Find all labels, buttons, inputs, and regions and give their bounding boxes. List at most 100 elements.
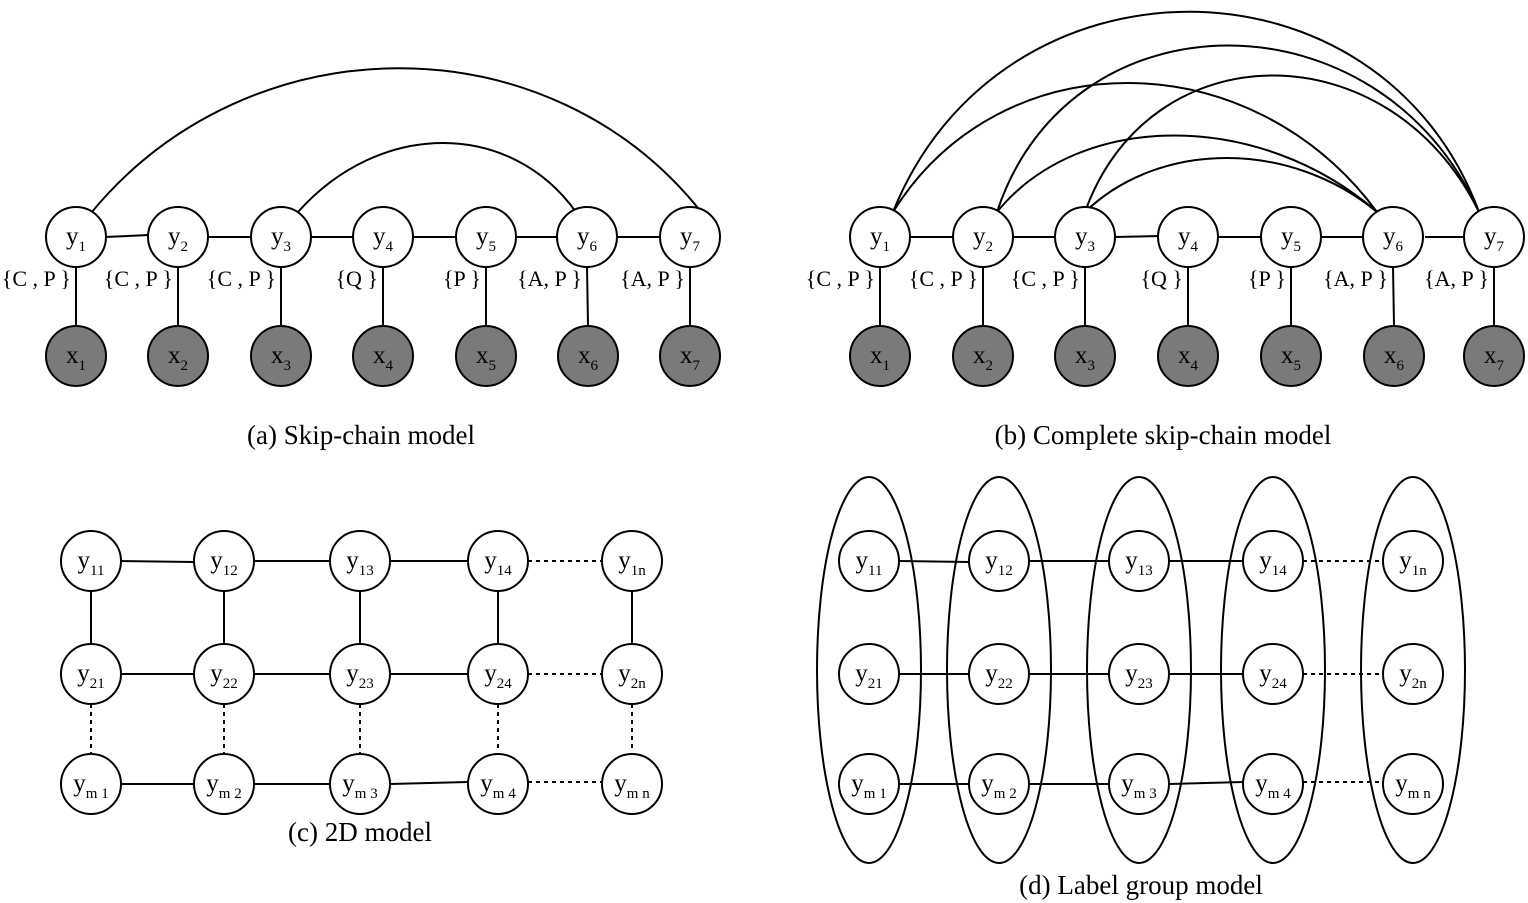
label-node-y5-label: y5 — [476, 223, 496, 255]
label-node-y7-label: y7 — [1484, 223, 1505, 255]
grid-node-ym4-label: ym 4 — [480, 770, 516, 802]
caption-c: (c) 2D model — [288, 817, 432, 847]
observed-node-x6-label: x6 — [1384, 342, 1405, 374]
label-node-y1: y1 — [45, 206, 107, 268]
label-node-y1-circle — [45, 206, 107, 268]
observed-node-x7: x7 — [1463, 325, 1525, 387]
label-node-y2-circle — [147, 206, 209, 268]
label-node-y4: y4 — [1157, 206, 1219, 268]
observed-node-x2-label: x2 — [168, 342, 188, 374]
observed-node-x4: x4 — [352, 325, 414, 387]
grid-node-ymn-label: ym n — [1395, 770, 1431, 802]
grid-node-y24: y24 — [467, 643, 529, 705]
grid-node-y12-label: y12 — [210, 547, 238, 579]
grid-node-y12-label: y12 — [985, 547, 1013, 579]
caption-b: (b) Complete skip-chain model — [995, 420, 1332, 450]
grid-node-y22-label: y22 — [985, 660, 1013, 692]
grid-node-y24-label: y24 — [1259, 660, 1287, 692]
observed-node-x7-circle — [659, 325, 721, 387]
grid-node-y21-circle — [838, 643, 900, 705]
grid-node-y24: y24 — [1242, 643, 1304, 705]
label-node-y4-label: y4 — [1178, 223, 1199, 255]
grid-node-y14-label: y14 — [484, 547, 512, 579]
observed-node-x4-label: x4 — [373, 342, 394, 374]
label-node-y4: y4 — [352, 206, 414, 268]
label-node-y6-circle — [1362, 206, 1424, 268]
observed-node-x1: x1 — [45, 325, 107, 387]
grid-node-ym4: ym 4 — [1242, 753, 1304, 815]
label-group-n — [1360, 476, 1466, 864]
observed-node-x6: x6 — [557, 325, 619, 387]
grid-node-ym1-label: ym 1 — [851, 770, 886, 802]
observed-node-x3-circle — [250, 325, 312, 387]
observed-node-x7-label: x7 — [680, 342, 701, 374]
observed-node-x2-circle — [147, 325, 209, 387]
grid-node-y12: y12 — [193, 530, 255, 592]
grid-node-ym4-circle — [467, 753, 529, 815]
grid-node-y1n-label: y1n — [618, 547, 646, 579]
observed-node-x3-label: x3 — [271, 342, 291, 374]
grid-node-y22: y22 — [968, 643, 1030, 705]
grid-node-y24-circle — [1242, 643, 1304, 705]
grid-node-y13-circle — [1108, 530, 1170, 592]
label-set-y1: {C , P } — [806, 266, 875, 291]
label-node-y6: y6 — [556, 206, 618, 268]
label-set-y6: {A, P } — [517, 266, 582, 291]
grid-node-ym1-circle — [60, 753, 122, 815]
label-node-y4-circle — [1157, 206, 1219, 268]
observed-node-x7-circle — [1463, 325, 1525, 387]
label-set-y2: {C , P } — [909, 266, 978, 291]
skip-edge-y3-y6 — [297, 142, 577, 213]
observed-node-x3: x3 — [1054, 325, 1116, 387]
label-node-y4-circle — [352, 206, 414, 268]
grid-node-y24-circle — [467, 643, 529, 705]
grid-node-ymn-label: ym n — [614, 770, 650, 802]
grid-node-y22-circle — [193, 643, 255, 705]
grid-node-y23-circle — [1108, 643, 1170, 705]
label-group-3 — [1086, 476, 1192, 864]
grid-node-y21: y21 — [60, 643, 122, 705]
label-set-y4: {Q } — [1140, 266, 1183, 291]
grid-node-ym3-circle — [329, 753, 391, 815]
label-node-y7-circle — [659, 206, 721, 268]
grid-node-ymn: ym n — [1382, 753, 1444, 815]
panel-d-groups — [816, 476, 1466, 864]
grid-node-ym2-label: ym 2 — [206, 770, 241, 802]
grid-node-y11-label: y11 — [856, 547, 883, 579]
label-node-y4-label: y4 — [373, 223, 394, 255]
observed-node-x4: x4 — [1157, 325, 1219, 387]
label-set-y5: {P } — [1248, 266, 1286, 291]
grid-node-y14-circle — [467, 530, 529, 592]
grid-node-ymn-circle — [601, 753, 663, 815]
grid-node-ymn: ym n — [601, 753, 663, 815]
grid-node-y13-label: y13 — [1125, 547, 1153, 579]
observed-node-x2: x2 — [952, 325, 1014, 387]
grid-node-y21-label: y21 — [77, 660, 105, 692]
observed-node-x6-label: x6 — [578, 342, 599, 374]
observed-node-x6-circle — [1363, 325, 1425, 387]
grid-node-y22-circle — [968, 643, 1030, 705]
skip-edge-y1-y6 — [892, 82, 1378, 213]
grid-node-y1n-circle — [601, 530, 663, 592]
grid-node-ym4: ym 4 — [467, 753, 529, 815]
label-node-y1-circle — [849, 206, 911, 268]
label-node-y3-label: y3 — [1075, 223, 1095, 255]
observed-node-x7: x7 — [659, 325, 721, 387]
grid-node-ym3-label: ym 3 — [342, 770, 377, 802]
label-node-y6: y6 — [1362, 206, 1424, 268]
label-node-y3-label: y3 — [271, 223, 291, 255]
observed-node-x5-label: x5 — [1281, 342, 1301, 374]
skip-edge-y2-y7 — [996, 44, 1480, 213]
panel-b-complete-skip-chain: y1{C , P }y2{C , P }y3{C , P }y4{Q }y5{P… — [806, 10, 1525, 450]
grid-node-y21-label: y21 — [855, 660, 883, 692]
grid-node-y1n: y1n — [601, 530, 663, 592]
label-set-y3: {C , P } — [207, 266, 276, 291]
grid-node-y22-label: y22 — [210, 660, 238, 692]
grid-node-ym1-circle — [838, 753, 900, 815]
observed-node-x6-circle — [557, 325, 619, 387]
grid-node-ym3: ym 3 — [1108, 753, 1170, 815]
label-set-y7: {A, P } — [620, 266, 685, 291]
label-node-y2: y2 — [952, 206, 1014, 268]
